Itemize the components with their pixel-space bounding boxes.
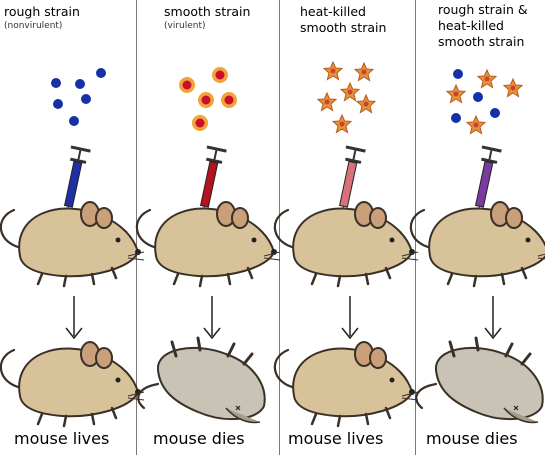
panel-divider (279, 0, 280, 455)
mouse-icon (414, 336, 545, 424)
panel-smooth: smooth strain (virulent) mouse dies (137, 0, 273, 455)
bacteria-icon (446, 69, 523, 134)
panel-divider (415, 0, 416, 455)
mouse-icon (273, 340, 420, 428)
outcome-label: mouse dies (426, 429, 518, 448)
outcome-label: mouse dies (153, 429, 245, 448)
syringe-icon (466, 144, 503, 222)
bacteria-icon (317, 61, 376, 133)
panel-title: rough strain (nonvirulent) (4, 4, 136, 32)
title-line: smooth strain (438, 34, 525, 49)
down-arrow-icon (203, 295, 221, 339)
panel-heat-killed: heat-killed smooth strain mouse lives (280, 0, 416, 455)
bacteria-icon (179, 67, 237, 131)
title-line: heat-killed (438, 18, 504, 33)
title-line: heat-killed (300, 4, 366, 19)
syringe-icon (55, 144, 92, 222)
panel-title: rough strain & heat-killed smooth strain (438, 2, 545, 50)
bacteria-icon (51, 68, 106, 126)
mouse-icon (0, 340, 146, 428)
syringe-icon (191, 144, 228, 222)
mouse-icon (0, 200, 146, 288)
panel-subtitle: (nonvirulent) (4, 21, 63, 31)
panel-subtitle: (virulent) (164, 21, 206, 31)
title-line: rough strain & (438, 2, 528, 17)
outcome-label: mouse lives (14, 429, 110, 448)
title-line: smooth strain (300, 20, 387, 35)
down-arrow-icon (65, 295, 83, 339)
down-arrow-icon (484, 295, 502, 339)
outcome-label: mouse lives (288, 429, 384, 448)
panel-title: smooth strain (virulent) (164, 4, 296, 32)
panel-title: heat-killed smooth strain (300, 4, 432, 36)
panel-mixture: rough strain & heat-killed smooth strain… (416, 0, 545, 455)
down-arrow-icon (341, 295, 359, 339)
mouse-icon (136, 336, 267, 424)
title-line: rough strain (4, 4, 80, 19)
title-line: smooth strain (164, 4, 251, 19)
panel-rough: rough strain (nonvirulent) mouse lives (0, 0, 136, 455)
mouse-icon (409, 200, 545, 288)
syringe-icon (330, 144, 367, 222)
mouse-icon (273, 200, 420, 288)
mouse-icon (135, 200, 282, 288)
